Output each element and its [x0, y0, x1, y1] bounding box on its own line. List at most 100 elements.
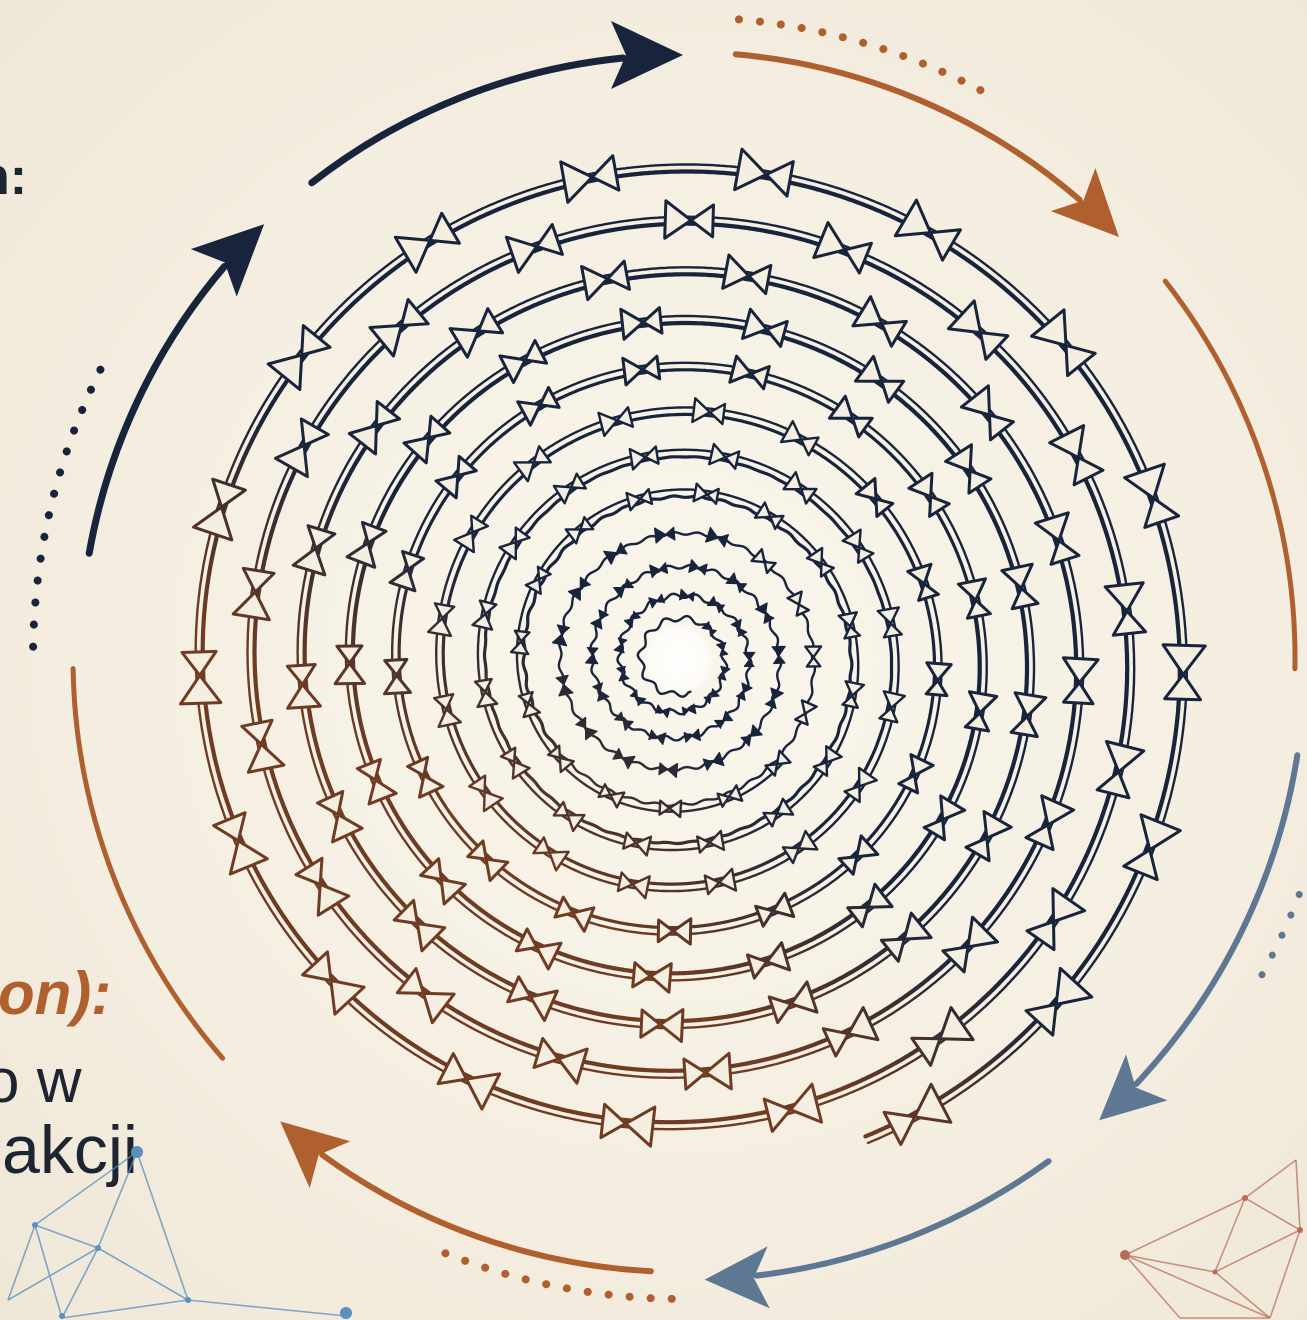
spiral-marker [881, 913, 931, 961]
spiral-marker [764, 799, 794, 827]
network-node [1120, 1250, 1130, 1260]
spiral-marker [723, 255, 771, 294]
spiral-marker [614, 638, 627, 653]
spiral-marker [511, 631, 529, 654]
network-link [1215, 1272, 1270, 1318]
spiral-marker [390, 551, 424, 590]
spiral-marker [303, 952, 365, 1014]
spiral-marker [1163, 645, 1205, 700]
spiral-marker [242, 720, 284, 772]
network-node [340, 1307, 352, 1319]
spiral-marker [214, 813, 268, 874]
spiral-marker [735, 149, 794, 196]
spiral-marker [731, 620, 746, 637]
spiral-marker [709, 444, 739, 469]
spiral-marker [682, 704, 696, 715]
spiral-marker [556, 675, 573, 696]
spiral-marker [766, 751, 791, 776]
spiral-marker [814, 223, 872, 273]
spiral-marker [1026, 796, 1074, 850]
cycle-arrow-left [89, 267, 224, 554]
spiral-marker [839, 836, 878, 874]
spiral-marker [769, 982, 817, 1023]
spiral-marker [705, 869, 736, 894]
network-node [131, 1146, 143, 1158]
spiral-marker [357, 760, 396, 805]
spiral-marker [878, 607, 902, 637]
cycle-arrow-bottom-left [322, 1155, 651, 1271]
cycle-arrow-bottom-left-head [280, 1121, 350, 1188]
spiral-marker [703, 753, 724, 771]
spiral-marker [601, 1104, 655, 1146]
spiral-marker [534, 1038, 587, 1083]
spiral-marker [287, 665, 320, 709]
spiral-marker [548, 746, 574, 772]
spiral-marker [706, 528, 729, 547]
spiral-marker [772, 646, 785, 663]
spiral-marker [839, 612, 860, 638]
spiral-marker [561, 156, 619, 203]
spiral-marker [748, 943, 790, 978]
spiral-marker [730, 356, 770, 389]
cycle-arc-left [73, 669, 223, 1059]
spiral-marker [805, 646, 821, 666]
spiral-marker [1011, 693, 1046, 737]
spiral-marker [658, 919, 691, 944]
spiral-marker [1002, 564, 1038, 609]
spiral-marker [1035, 513, 1079, 565]
spiral-marker [694, 484, 719, 504]
spiral-marker [684, 729, 700, 742]
spiral-marker [623, 833, 651, 856]
spiral-marker [428, 603, 454, 636]
spiral-marker [1063, 658, 1098, 704]
spiral-marker [421, 859, 466, 904]
spiral-marker [943, 917, 998, 972]
network-link [1245, 1198, 1300, 1230]
network-link [1245, 1160, 1296, 1198]
spiral-marker [566, 517, 593, 543]
network-link [1215, 1198, 1245, 1272]
network-graphic-left [8, 1146, 352, 1319]
spiral-marker [1050, 426, 1103, 485]
spiral-marker [659, 763, 678, 778]
spiral-marker [1105, 583, 1145, 635]
network-link [1125, 1198, 1245, 1255]
spiral-marker [621, 308, 662, 340]
network-link [62, 1300, 188, 1318]
spiral-marker [347, 522, 386, 567]
spiral-marker [508, 977, 558, 1021]
network-node [32, 1222, 38, 1228]
network-link [137, 1152, 188, 1300]
spiral-marker [618, 873, 650, 899]
spiral-marker [958, 579, 990, 619]
spiral-marker [519, 692, 540, 717]
spiral-marker [737, 683, 753, 700]
network-node [1213, 1270, 1218, 1275]
network-link [188, 1300, 346, 1316]
spiral-marker [630, 447, 659, 470]
spiral-marker [385, 659, 411, 693]
spiral-marker [318, 792, 363, 842]
spiral-marker [692, 398, 725, 424]
spiral-marker [568, 577, 590, 600]
network-link [98, 1248, 188, 1300]
spiral-marker [756, 893, 794, 926]
dotted-arc-right [1260, 895, 1299, 979]
network-node [95, 1245, 101, 1251]
spiral-marker [586, 648, 598, 664]
spiral-marker [468, 841, 508, 881]
spiral-marker [765, 688, 783, 708]
spiral-marker [181, 651, 221, 704]
spiral-marker [656, 705, 671, 717]
spiral-marker [617, 666, 629, 681]
spiral-marker [884, 1084, 951, 1144]
spiral-marker [1097, 742, 1144, 798]
spiral-marker [665, 201, 714, 238]
spiral-marker [1124, 815, 1181, 880]
network-link [1296, 1160, 1300, 1230]
spiral-marker [582, 261, 630, 300]
spiral-marker [965, 692, 997, 731]
spiral-marker [623, 356, 660, 385]
spiral-marker [680, 589, 695, 601]
